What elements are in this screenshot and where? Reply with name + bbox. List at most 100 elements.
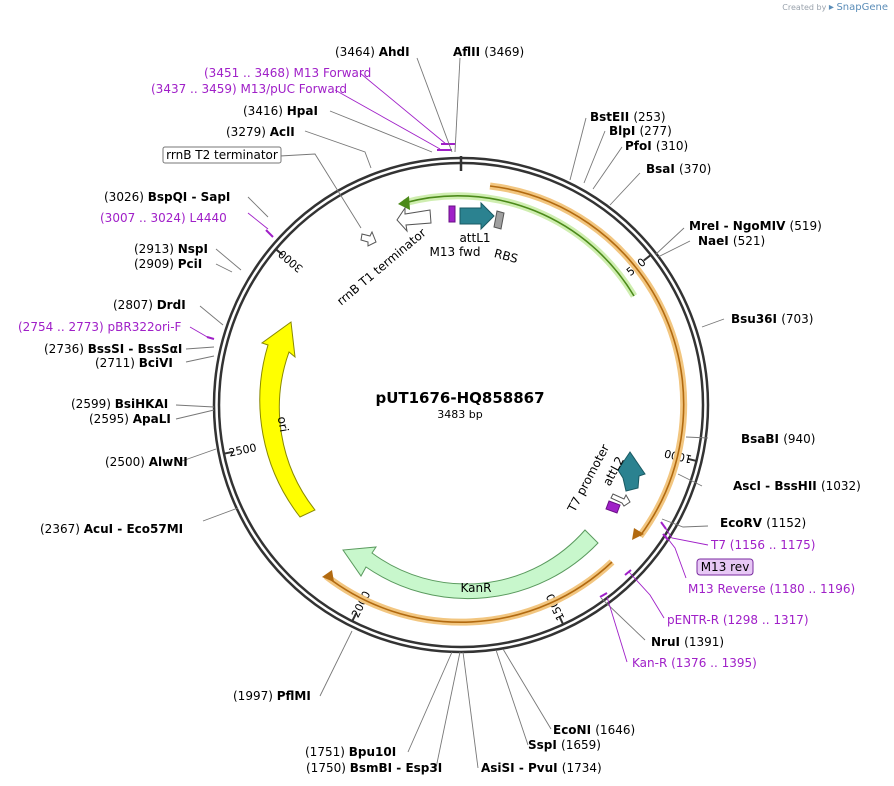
primer-label: pENTR-R (1298 .. 1317) [667,613,809,627]
enzyme-label: (2711) BciVI [95,356,173,370]
rrnB-T2-terminator-arrow [360,230,377,247]
enzyme-label: (1997) PflMI [233,689,311,703]
enzyme-label: BstEII (253) [590,110,666,124]
enzyme-label: (3026) BspQI - SapI [104,190,230,204]
ori-label: ori [275,415,291,433]
enzyme-name: BssSI - BssSαI [88,342,183,356]
enzyme-name: BspQI - SapI [148,190,231,204]
snapgene-watermark: Created by ▸ SnapGene [782,2,888,13]
primer-range: (2754 .. 2773) [18,320,108,334]
enzyme-position: (703) [781,312,813,326]
primer-label: (3007 .. 3024) L4440 [100,211,227,225]
enzyme-position: (1032) [821,479,861,493]
enzyme-name: HpaI [287,104,318,118]
enzyme-label: AscI - BssHII (1032) [733,479,861,493]
enzyme-label: (2500) AlwNI [105,455,188,469]
enzyme-name: BsmBI - Esp3I [350,761,442,775]
enzyme-position: (2913) [134,242,178,256]
enzyme-label: BsaI (370) [646,162,711,176]
enzyme-name: EcoNI [553,723,595,737]
enzyme-position: (277) [640,124,672,138]
t7-promoter-arrow [610,493,631,507]
primer-name: Kan-R [632,656,671,670]
primer-mark-l4440 [265,229,274,238]
tick-mark [558,615,565,625]
enzyme-name: AsiSI - PvuI [481,761,562,775]
enzyme-label: (2367) AcuI - Eco57MI [40,522,183,536]
enzyme-name: AflII [453,45,484,59]
enzyme-name: AhdI [379,45,410,59]
enzyme-position: (1997) [233,689,277,703]
primer-leader-lines [189,72,709,663]
enzyme-position: (940) [783,432,815,446]
tick-mark [687,457,697,462]
enzyme-label: BsaBI (940) [741,432,815,446]
attL1-label: attL1 [459,231,490,245]
primer-range: (1298 .. 1317) [723,613,809,627]
enzyme-position: (2909) [134,257,178,271]
enzyme-position: (1391) [684,635,724,649]
m13-rev-label: M13 rev [701,560,750,574]
tick-label: 3000 [276,247,306,275]
enzyme-position: (253) [633,110,665,124]
primer-name: M13 Reverse [688,582,770,596]
enzyme-name: BlpI [609,124,640,138]
enzyme-label: (3279) AclI [226,125,295,139]
enzyme-position: (2807) [113,298,157,312]
enzyme-label: (3416) HpaI [243,104,318,118]
enzyme-position: (3416) [243,104,287,118]
ori-feature-arrow [259,321,316,518]
attL2-arrow [617,451,646,492]
enzyme-name: BciVI [139,356,173,370]
primer-name: L4440 [190,211,227,225]
enzyme-position: (1152) [766,516,806,530]
enzyme-label: (1750) BsmBI - Esp3I [306,761,442,775]
primer-label: M13 Reverse (1180 .. 1196) [688,582,855,596]
rrnB-T2-label-box [162,146,282,164]
primer-range: (3451 .. 3468) [204,66,294,80]
primer-range: (3007 .. 3024) [100,211,190,225]
primer-label: T7 (1156 .. 1175) [710,538,815,552]
enzyme-position: (2736) [44,342,88,356]
enzyme-name: PflMI [277,689,311,703]
enzyme-label: EcoRV (1152) [720,516,806,530]
watermark-brand: SnapGene [836,2,888,13]
enzyme-position: (519) [790,219,822,233]
enzyme-label: EcoNI (1646) [553,723,635,737]
enzyme-name: MreI - NgoMIV [689,219,790,233]
primer-range: (3437 .. 3459) [151,82,241,96]
enzyme-position: (3464) [335,45,379,59]
enzyme-label: AflII (3469) [453,45,524,59]
enzyme-position: (1659) [561,738,601,752]
attL1-arrow [459,201,495,231]
primer-range: (1180 .. 1196) [770,582,856,596]
enzyme-label: Bsu36I (703) [731,312,813,326]
arrowhead-orange-right [632,528,644,540]
primer-mark-pentr-r [624,569,632,576]
enzyme-name: ApaLI [133,412,171,426]
primer-name: pENTR-R [667,613,723,627]
enzyme-position: (2599) [71,397,115,411]
enzyme-name: DrdI [157,298,186,312]
enzyme-position: (1750) [306,761,350,775]
enzyme-name: NaeI [698,234,733,248]
primer-label: (2754 .. 2773) pBR322ori-F [18,320,182,334]
enzyme-name: EcoRV [720,516,766,530]
enzyme-label: (2599) BsiHKAI [71,397,168,411]
enzyme-position: (310) [656,139,688,153]
primer-name: M13 Forward [294,66,372,80]
enzyme-label: NaeI (521) [698,234,765,248]
enzyme-name: NspI [178,242,208,256]
primer-label: (3437 .. 3459) M13/pUC Forward [151,82,347,96]
enzyme-position: (3469) [484,45,524,59]
enzyme-name: AclI [270,125,295,139]
primer-mark-kan-r [599,592,608,598]
enzyme-name: Bsu36I [731,312,781,326]
enzyme-position: (1646) [595,723,635,737]
enzyme-position: (2367) [40,522,84,536]
enzyme-label: AsiSI - PvuI (1734) [481,761,602,775]
rrnB-T1-label: rrnB T1 terminator [334,226,429,309]
enzyme-name: AlwNI [149,455,188,469]
